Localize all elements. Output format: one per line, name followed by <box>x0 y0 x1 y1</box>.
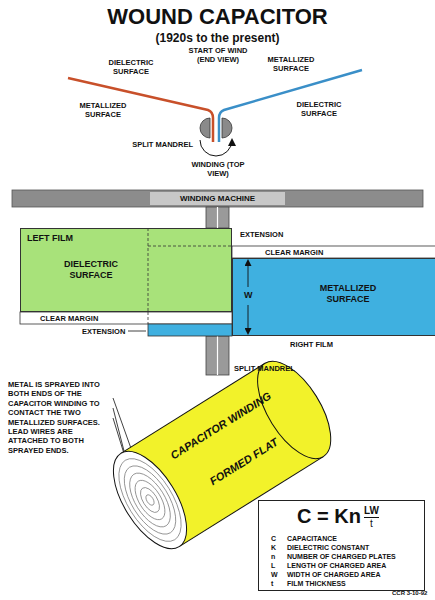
winding-layer <box>122 466 179 533</box>
drawing-code: CCR 3-10-92 <box>392 590 427 597</box>
symbol-definition: WIDTH OF CHARGED AREA <box>287 571 380 579</box>
subtitle: (1920s to the present) <box>0 31 435 45</box>
part-label: RIGHT FILM <box>290 340 333 349</box>
mandrel-half <box>222 118 232 138</box>
symbol: C <box>271 535 276 543</box>
left-film: LEFT FILM DIELECTRIC SURFACE <box>20 228 232 312</box>
view-heading: WINDING (TOP VIEW) <box>188 160 248 178</box>
right-film-end-view <box>219 70 362 142</box>
dashed-line <box>148 228 149 312</box>
winding-machine-box: WINDING MACHINE <box>150 192 285 205</box>
surface-label: DIELECTRIC SURFACE <box>288 100 350 118</box>
dimension-arrow <box>248 305 249 333</box>
part-label: SPLIT MANDREL <box>115 140 193 149</box>
title: WOUND CAPACITOR <box>0 4 435 30</box>
part-label: EXTENSION <box>82 327 125 336</box>
left-film-end-view <box>68 78 213 142</box>
mandrel-half <box>200 118 210 138</box>
mandrel-split <box>217 336 218 375</box>
part-label: SPLIT MANDREL <box>234 364 295 373</box>
dashed-line <box>148 246 232 247</box>
symbol-definition: CAPACITANCE <box>287 535 337 543</box>
formula: C = Kn <box>297 504 361 528</box>
view-heading: START OF WIND (END VIEW) <box>182 46 254 64</box>
symbol: n <box>271 553 275 561</box>
symbol-definition: LENGTH OF CHARGED AREA <box>287 562 386 570</box>
winding-layer <box>137 484 164 515</box>
split-mandrel-shaft <box>206 336 229 375</box>
symbol: K <box>271 544 276 552</box>
formula-denominator: t <box>370 518 373 530</box>
split-mandrel-shaft <box>206 207 229 228</box>
clear-margin-strip <box>20 312 232 324</box>
surface-label: METALLIZED SURFACE <box>303 283 393 305</box>
dashed-line <box>148 312 149 324</box>
part-label: CLEAR MARGIN <box>265 248 323 257</box>
symbol-definition: NUMBER OF CHARGED PLATES <box>287 553 396 561</box>
symbol: L <box>271 562 275 570</box>
leader-line <box>128 331 146 332</box>
symbol: t <box>271 580 273 588</box>
mandrel-split <box>217 207 218 228</box>
winding-layers <box>106 449 193 552</box>
dimension-arrow <box>248 261 249 287</box>
winding-layer <box>129 475 171 524</box>
surface-label: METALLIZED SURFACE <box>68 101 138 119</box>
machine-label: WINDING MACHINE <box>150 194 285 204</box>
winding-machine-bar <box>12 190 423 207</box>
surface-label: DIELECTRIC SURFACE <box>46 259 136 281</box>
clear-margin-strip <box>232 246 435 258</box>
surface-label: METALLIZED SURFACE <box>256 55 326 73</box>
surface-label: DIELECTRIC SURFACE <box>100 58 162 76</box>
dimension-label: W <box>244 290 253 301</box>
note-text: METAL IS SPRAYED INTO BOTH ENDS OF THE C… <box>8 380 110 455</box>
winding-layer <box>106 449 193 552</box>
winding-layer <box>114 458 186 543</box>
formula-box: C = KnLWtCCAPACITANCEKDIELECTRIC CONSTAN… <box>258 500 425 591</box>
film-label: LEFT FILM <box>27 233 73 244</box>
formula-numerator: LW <box>364 505 379 518</box>
sprayed-end <box>99 440 201 561</box>
right-film: METALLIZED SURFACE <box>232 258 435 336</box>
symbol-definition: DIELECTRIC CONSTANT <box>287 544 369 552</box>
part-label: EXTENSION <box>240 230 283 239</box>
part-label: CLEAR MARGIN <box>40 314 98 323</box>
symbol: W <box>271 571 278 579</box>
winding-layer <box>144 493 156 506</box>
rotation-arrow <box>200 140 232 156</box>
symbol-definition: FILM THICKNESS <box>287 580 346 588</box>
film-extension <box>148 324 232 336</box>
